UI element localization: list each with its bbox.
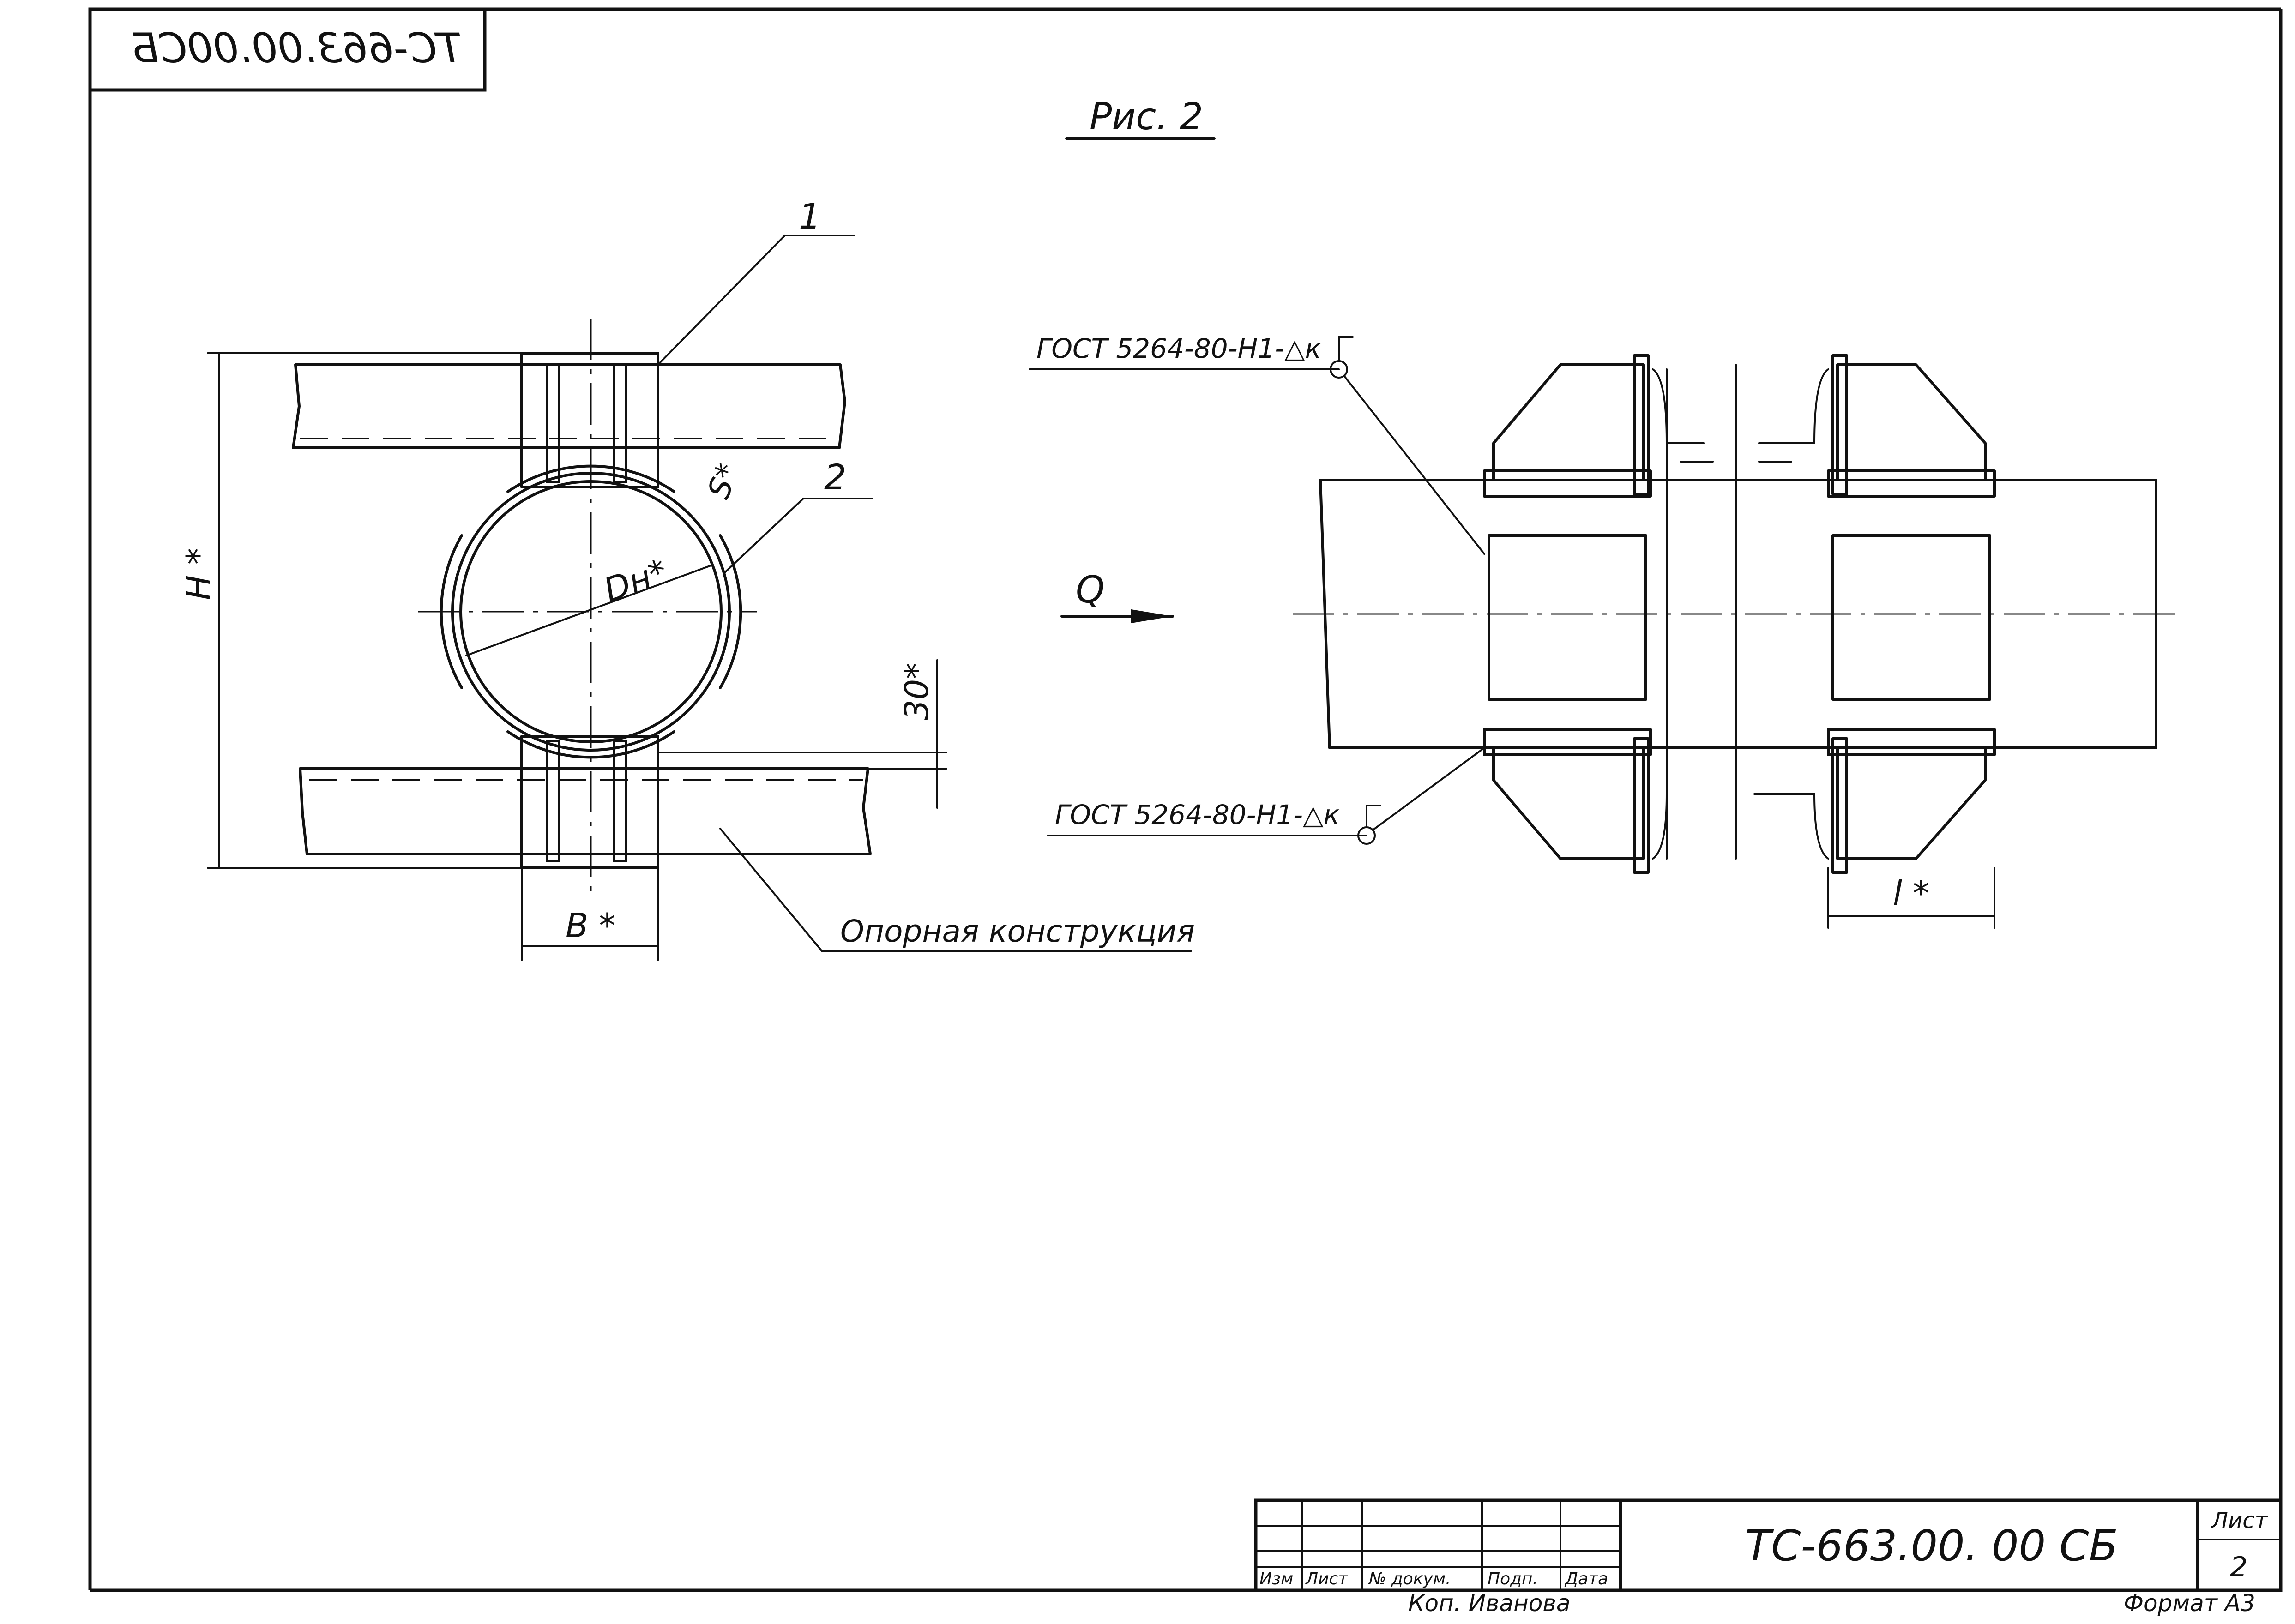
support-bottom-right [1836,746,1987,860]
dim-offset: 30* [898,663,936,720]
clamp-strap-bottom [520,735,659,869]
sheet-label: Лист [2211,1508,2269,1534]
clamp-block-left [1488,534,1647,701]
lower-support-beam [299,767,872,855]
diameter-line [465,565,712,656]
dim-width: B * [566,906,615,945]
weld-note-top: ГОСТ 5264-80-Н1-△к [1036,333,1321,364]
clamp-block-right [1831,534,1991,701]
header-signature: Подп. [1488,1570,1538,1588]
callout-1: 1 [799,196,821,237]
right-view: Q ГОСТ 5264-80-Н1-△к ГОСТ 5264-80-Н1-△к … [1029,333,2179,929]
copyist-note: Коп. Иванова [1408,1590,1570,1617]
figure-label: Рис. 2 [1090,95,1203,138]
upper-support-beam [292,363,846,449]
clamp-strap-top [520,352,659,488]
dim-height: H * [179,548,218,600]
header-sheet: Лист [1305,1570,1348,1588]
header-change: Изм [1259,1570,1293,1588]
header-date: Дата [1564,1570,1608,1588]
mirrored-code-box: ТС-663.00.00СБ [88,7,487,92]
support-label: Опорная конструкция [840,914,1195,949]
format-label: Формат А3 [2124,1590,2255,1617]
title-block: Изм Лист № докум. Подп. Дата ТС-663.00. … [1254,1498,2283,1592]
sheet-number: 2 [2230,1551,2247,1583]
load-label: Q [1076,568,1105,611]
dim-thickness: S* [701,459,746,504]
left-view: H * B * S* Dн* 30* 1 2 Опорная конструкц… [179,196,1195,961]
weld-note-bottom: ГОСТ 5264-80-Н1-△к [1055,799,1340,830]
dim-diameter: Dн* [599,552,672,610]
support-bottom-left [1492,746,1645,860]
callout-2: 2 [824,457,846,498]
mirrored-code: ТС-663.00.00СБ [131,24,462,72]
clamp-band-right [719,534,742,689]
dim-length: l * [1893,874,1929,913]
support-top-left [1492,363,1645,481]
header-doc-number: № докум. [1368,1570,1451,1588]
document-code: ТС-663.00. 00 СБ [1745,1521,2118,1570]
support-top-right [1836,363,1987,481]
pipe-side [1319,479,2157,749]
